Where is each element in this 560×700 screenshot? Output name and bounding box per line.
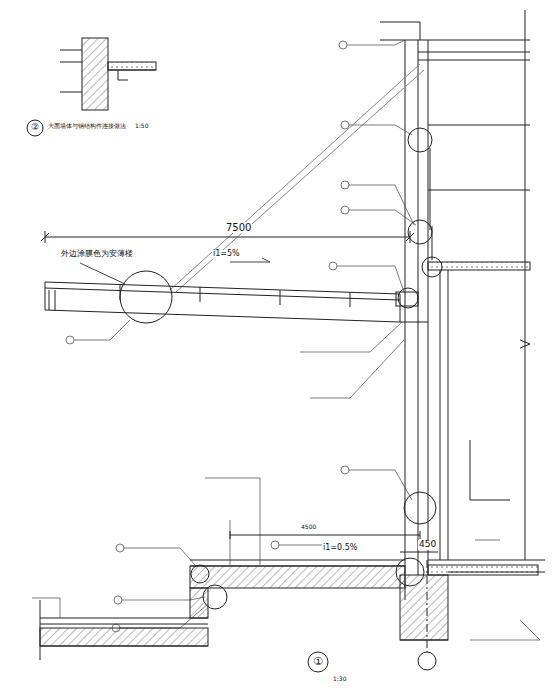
dimension-text: 7500 [225,222,252,233]
callout-number: ① [312,656,324,668]
detail-title: 大面墙体与钢结构件连接做法 [47,123,127,130]
dimension-text: 450 [418,540,437,550]
dimension-text: 4500 [300,524,317,531]
scale-note: 1:50 [134,123,149,130]
scale-note: 1:30 [332,676,347,683]
callout-number: ② [30,123,40,133]
slope-note: i1=0.5% [322,544,358,553]
slope-note: i1=5% [212,250,241,259]
material-note: 外边涂膜色为安薄楼 [60,250,134,259]
